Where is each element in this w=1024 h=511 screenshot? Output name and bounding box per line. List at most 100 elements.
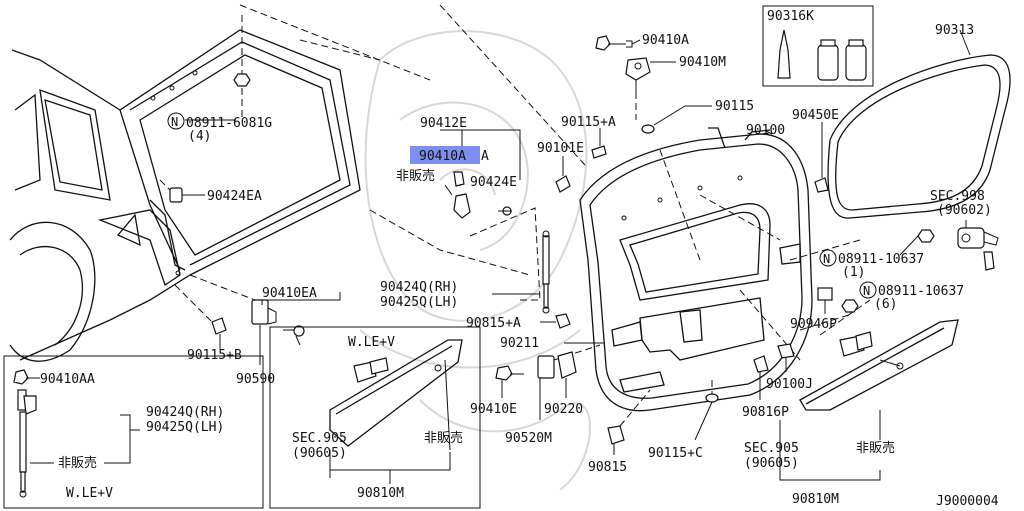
part-90115C[interactable] [694,380,719,441]
watermark [359,30,591,491]
lock-90520M[interactable] [537,344,601,420]
n-symbol-3: N [859,281,877,299]
label-90520M: 90520M [505,431,552,446]
nut-08911-6081G[interactable] [185,15,251,121]
label-08911-10637-b-qty: (6) [874,297,897,312]
label-90412E: 90412E [420,116,467,131]
part-90590[interactable] [251,299,277,325]
label-90424E: 90424E [470,175,517,190]
label-90946P: 90946P [790,317,837,332]
dash-box-stay [469,207,541,301]
label-90100J: 90100J [766,377,813,392]
label-90815-A: 90815+A [466,316,521,331]
gas-stay-90424Q[interactable] [492,230,550,314]
svg-text:N: N [171,115,178,129]
label-90100: 90100 [746,123,785,138]
part-90815A[interactable] [540,313,571,329]
label-90424EA: 90424EA [207,189,262,204]
svg-text:N: N [863,284,870,298]
back-door-90100[interactable] [579,127,861,412]
label-08911-10637-a-qty: (1) [842,265,865,280]
bracket-90412E[interactable] [440,129,521,219]
label-inset-mid-variant: W.LE+V [348,335,395,350]
bolt-90410E[interactable] [495,365,524,398]
part-90100J[interactable] [777,343,795,372]
label-sec998-sub: (90602) [937,203,992,218]
label-right-sec905: SEC.905 [744,441,799,456]
part-90410EA[interactable] [261,292,341,346]
label-inset-mid-hibai: 非販売 [424,430,463,446]
label-90101E: 90101E [537,141,584,156]
inset-left [3,355,264,509]
label-90220: 90220 [544,402,583,417]
label-90410A-top: 90410A [642,33,689,48]
dash-line-1 [239,4,431,81]
label-08911-6081G: 08911-6081G [186,116,272,131]
n-symbol-1: N [167,112,185,130]
diagram-id: J9000004 [936,494,999,509]
part-90816P[interactable] [753,355,769,400]
dash-line-2 [439,4,586,166]
label-inset-90425Q: 90425Q(LH) [146,420,224,435]
leader-90590 [189,274,256,301]
lock-SEC998[interactable] [957,220,999,271]
part-90115[interactable] [641,105,712,134]
label-inset-90410AA: 90410AA [40,372,95,387]
part-90450E[interactable] [814,122,829,193]
label-inset-left-variant: W.LE+V [66,486,113,501]
label-inset-mid-90810M: 90810M [357,486,404,501]
label-08911-10637-b: 08911-10637 [878,284,964,299]
part-90815[interactable] [607,389,651,455]
label-right-sec905-sub: (90605) [744,456,799,471]
nut-08911-10637-b[interactable] [841,299,859,313]
leader-90100 [765,130,773,135]
label-08911-6081G-qty: (4) [188,129,211,144]
label-90410E: 90410E [470,402,517,417]
label-90816P: 90816P [742,405,789,420]
label-90313: 90313 [935,23,974,38]
label-90410M: 90410M [679,55,726,70]
label-hibaibai-1: 非販売 [396,168,435,184]
label-90115-C: 90115+C [648,446,703,461]
finisher-90810M[interactable] [779,299,959,481]
label-inset-hibai: 非販売 [58,455,97,471]
label-right-hibai: 非販売 [856,440,895,456]
label-90410AA-highlighted[interactable]: 90410A [419,149,466,164]
label-08911-10637-a: 08911-10637 [838,252,924,267]
bolt-90410A[interactable] [595,35,641,51]
n-symbol-2: N [819,249,837,267]
dash-line-4 [299,39,381,61]
label-90211: 90211 [500,336,539,351]
highlight-90410AA [410,146,480,164]
svg-text:90316K: 90316K [767,9,814,24]
label-90590: 90590 [236,372,275,387]
vehicle-body [9,29,361,362]
label-90424Q-RH: 90424Q(RH) [380,280,458,295]
label-90115-A: 90115+A [561,115,616,130]
label-inset-90424Q: 90424Q(RH) [146,405,224,420]
label-90815: 90815 [588,460,627,475]
label-90450E: 90450E [792,108,839,123]
part-90946P[interactable] [817,287,833,314]
kit-90316K[interactable]: 90316K [762,5,874,87]
svg-text:N: N [823,252,830,266]
part-90115B[interactable] [174,284,227,350]
label-inset-mid-sec905-sub: (90605) [292,446,347,461]
part-90101E[interactable] [555,156,571,193]
part-90115A[interactable] [591,128,607,159]
label-90115: 90115 [715,99,754,114]
label-right-90810M: 90810M [792,492,839,507]
glass-90313[interactable] [827,29,1011,219]
inset-middle [269,326,481,509]
dash-90946P [799,313,853,331]
dash-line-3 [369,209,531,276]
label-90410EA: 90410EA [262,286,317,301]
part-90220[interactable] [557,351,577,398]
label-90425Q-LH: 90425Q(LH) [380,295,458,310]
label-90410AA-suffix: A [481,149,489,164]
part-90424EA[interactable] [159,179,205,203]
nut-08911-10637-a[interactable] [899,229,935,256]
label-inset-mid-sec905: SEC.905 [292,431,347,446]
hinge-90410M[interactable] [625,57,676,120]
